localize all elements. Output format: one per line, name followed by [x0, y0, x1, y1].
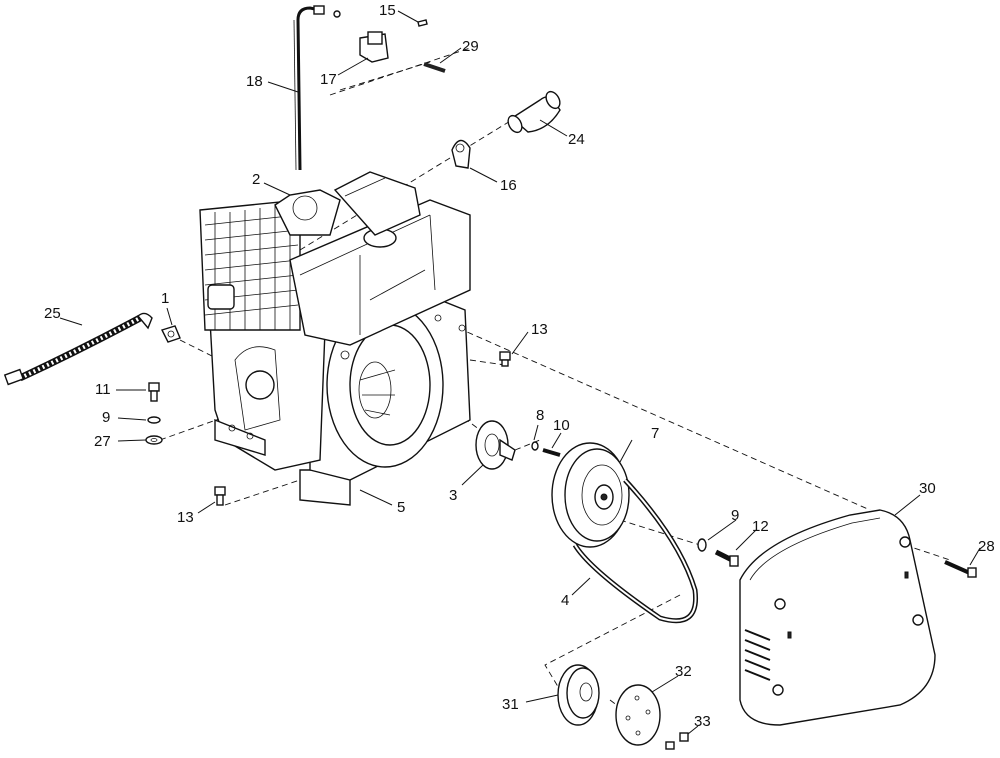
dipstick-tube: [293, 5, 325, 171]
stud-bolt: [423, 62, 446, 73]
callout-10: 10: [553, 417, 570, 434]
callout-9-left: 9: [102, 409, 110, 426]
callout-9-right: 9: [731, 507, 739, 524]
drive-pulley: [551, 442, 630, 548]
callout-11: 11: [95, 381, 111, 398]
callout-31: 31: [502, 696, 519, 713]
callout-12: 12: [752, 518, 769, 535]
callout-5: 5: [397, 499, 405, 516]
callout-29: 29: [462, 38, 479, 55]
hose-clamp: [451, 139, 471, 169]
leader-lines: [59, 10, 981, 735]
callout-16: 16: [500, 177, 517, 194]
callout-3: 3: [449, 487, 457, 504]
callout-18: 18: [246, 73, 263, 90]
callout-32: 32: [675, 663, 692, 680]
callout-15: 15: [379, 2, 396, 19]
bolt-washer-stack: [145, 382, 163, 445]
air-intake-elbow: [507, 90, 561, 134]
fuel-hose: [3, 312, 153, 386]
washer-9-right: [697, 538, 707, 552]
bolt-13-lower: [214, 486, 226, 506]
callout-4: 4: [561, 592, 569, 609]
callout-33: 33: [694, 713, 711, 730]
callout-28: 28: [978, 538, 995, 555]
pulley-cover-plate: [615, 684, 661, 746]
bolt-10: [531, 441, 561, 457]
callout-25: 25: [44, 305, 61, 322]
small-pulley: [557, 664, 600, 726]
callout-13-lower: 13: [177, 509, 194, 526]
vent-slots: [744, 629, 771, 681]
callout-30: 30: [919, 480, 936, 497]
callout-17: 17: [320, 71, 337, 88]
callout-27: 27: [94, 433, 111, 450]
bolt-12: [714, 549, 739, 567]
callout-2: 2: [252, 171, 260, 188]
bolt-13-upper: [499, 351, 511, 367]
callout-13-upper: 13: [531, 321, 548, 338]
bolt-28: [944, 560, 977, 578]
belt-guard: [739, 509, 936, 726]
throttle-bracket: [333, 10, 428, 63]
cooling-fins: [204, 204, 299, 330]
callout-8: 8: [536, 407, 544, 424]
pulley-hub: [475, 420, 516, 470]
callout-1: 1: [161, 290, 169, 307]
v-belt: [572, 478, 699, 624]
callout-24: 24: [568, 131, 585, 148]
engine-block: [199, 171, 471, 506]
fuel-fitting: [161, 325, 181, 343]
callout-labels: 1 2 3 4 5 7 8 9 9 10 11 12 13 13 15 16 1…: [44, 2, 995, 730]
bolt-33: [665, 732, 689, 750]
callout-7: 7: [651, 425, 659, 442]
